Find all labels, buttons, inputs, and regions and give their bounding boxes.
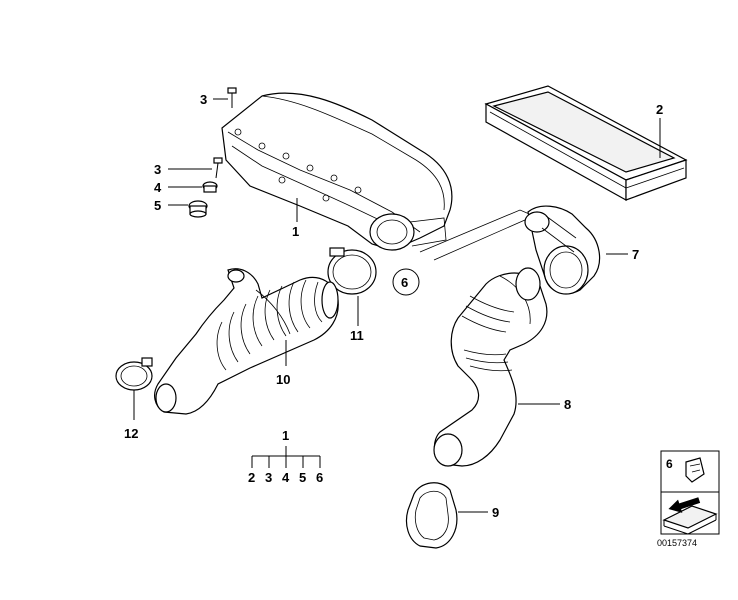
callout-10: 10 (276, 372, 290, 387)
callout-11: 11 (350, 328, 364, 343)
screw-mid (213, 157, 223, 179)
callout-2: 2 (656, 102, 663, 117)
callout-12: 12 (124, 426, 138, 441)
callout-7: 7 (632, 247, 639, 262)
kit-item-3: 4 (282, 470, 290, 485)
hose-clamp-large (327, 247, 377, 295)
clip-icon (685, 457, 705, 483)
leader-lines (133, 98, 661, 513)
callout-3-top: 3 (200, 92, 207, 107)
kit-item-1: 2 (248, 470, 255, 485)
kit-item-4: 5 (299, 470, 306, 485)
intake-hose (154, 268, 339, 415)
kit-parent-label: 1 (282, 428, 289, 443)
callout-3-mid: 3 (154, 162, 161, 177)
page-arrow-icon (662, 497, 718, 535)
callout-5: 5 (154, 198, 161, 213)
screw-top (227, 87, 237, 108)
callout-6: 6 (401, 275, 408, 290)
duct-seal (405, 482, 458, 549)
callout-6-circle: 6 (392, 268, 420, 296)
hose-clamp-small (115, 357, 153, 391)
kit-item-5: 6 (316, 470, 323, 485)
rubber-mount (188, 200, 208, 218)
kit-item-2: 3 (265, 470, 272, 485)
grommet (202, 181, 218, 193)
legend-box: 6 (660, 450, 720, 535)
diagram-code: 00157374 (657, 538, 697, 548)
air-duct (433, 267, 548, 467)
legend-item-number: 6 (666, 457, 673, 471)
air-filter-element (484, 85, 688, 202)
callout-4: 4 (154, 180, 162, 195)
kit-breakdown: 1 2 3 4 5 6 (248, 428, 323, 485)
callout-1: 1 (292, 224, 299, 239)
bellows-connector (524, 205, 601, 295)
callout-9: 9 (492, 505, 499, 520)
callout-8: 8 (564, 397, 571, 412)
intake-silencer-housing (221, 92, 536, 261)
